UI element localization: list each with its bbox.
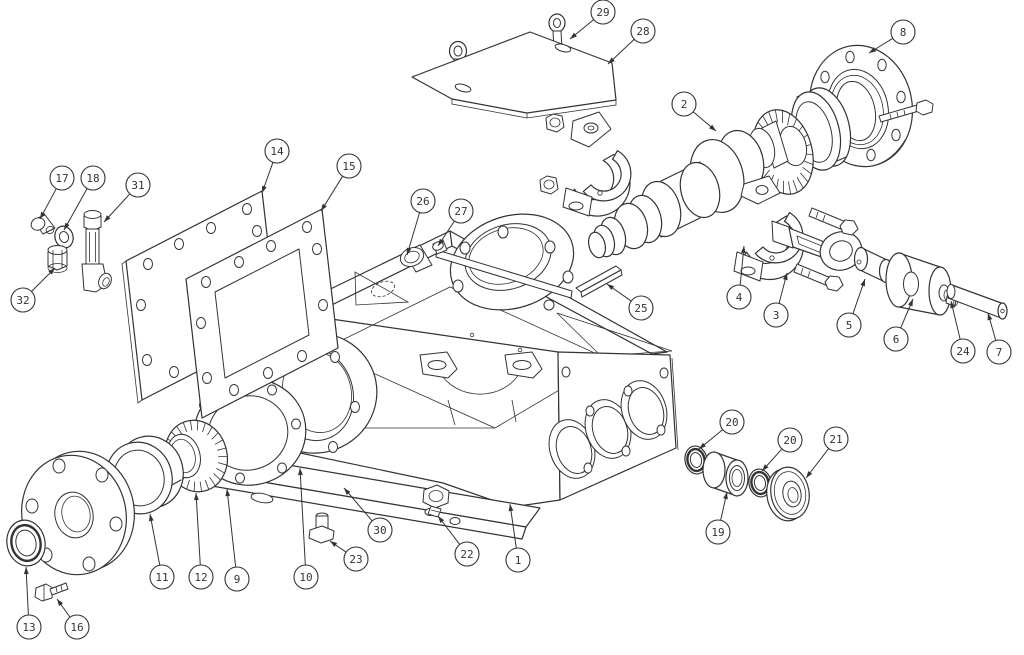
- callout-number: 25: [634, 302, 647, 315]
- callout-32: 32: [10, 267, 56, 313]
- callout-number: 19: [711, 526, 724, 539]
- callout-25: 25: [606, 283, 654, 321]
- crankshaft: [587, 120, 789, 259]
- main-bearing-shells-left: [562, 111, 632, 217]
- callout-22: 22: [437, 515, 480, 567]
- callout-24: 24: [950, 300, 976, 364]
- callout-4: 4: [726, 245, 752, 310]
- callout-6: 6: [883, 298, 914, 352]
- callout-number: 26: [416, 195, 429, 208]
- callout-number: 9: [234, 573, 241, 586]
- side-cover-gasket: [185, 208, 339, 419]
- callout-number: 20: [783, 434, 796, 447]
- drain-plug: [308, 512, 335, 544]
- callout-number: 18: [86, 172, 99, 185]
- callout-number: 30: [373, 524, 386, 537]
- callout-1: 1: [505, 503, 531, 573]
- callout-7: 7: [986, 312, 1012, 365]
- callout-number: 13: [22, 621, 35, 634]
- callout-20-19: 20: [698, 409, 745, 450]
- callout-number: 24: [956, 345, 970, 358]
- callout-11: 11: [148, 513, 175, 590]
- shaft-key: [575, 265, 623, 298]
- hex-bolt: [34, 582, 69, 602]
- callout-number: 2: [681, 98, 688, 111]
- oil-seal: [6, 519, 46, 567]
- callout-5: 5: [836, 278, 866, 338]
- callout-30: 30: [343, 487, 393, 543]
- callout-number: 5: [846, 319, 853, 332]
- callout-number: 4: [736, 291, 743, 304]
- bearing-cover-disc: [21, 450, 135, 576]
- callout-15: 15: [320, 153, 362, 212]
- callout-19: 19: [705, 491, 731, 545]
- callout-number: 6: [893, 333, 900, 346]
- hex-nut-lower: [539, 175, 559, 195]
- callout-8: 8: [868, 19, 916, 54]
- callout-number: 16: [70, 621, 83, 634]
- callout-number: 1: [515, 554, 522, 567]
- top-cover-plate: [411, 31, 617, 119]
- callout-2: 2: [671, 91, 717, 132]
- callout-31: 31: [103, 172, 151, 223]
- rod-bolt-lower: [793, 263, 844, 292]
- callout-13: 13: [16, 566, 42, 640]
- callout-number: 11: [155, 571, 168, 584]
- hex-plug: [422, 484, 450, 518]
- seal-ring-a: [684, 445, 708, 475]
- callout-10: 10: [293, 467, 319, 590]
- callout-number: 10: [299, 571, 312, 584]
- callout-number: 21: [829, 433, 842, 446]
- flange-bolt: [878, 99, 934, 123]
- callout-28: 28: [607, 18, 656, 65]
- cylinder-bores: [548, 380, 668, 479]
- crosshead: [885, 252, 952, 316]
- end-cap-disc: [766, 466, 810, 522]
- callout-number: 22: [460, 548, 473, 561]
- callout-number: 14: [270, 145, 284, 158]
- callout-number: 12: [194, 571, 207, 584]
- callout-9: 9: [224, 488, 250, 592]
- callout-29: 29: [569, 0, 616, 40]
- oil-cup-fitting: [399, 244, 433, 273]
- callout-number: 31: [131, 179, 144, 192]
- callout-20-20: 20: [761, 427, 803, 472]
- callout-number: 8: [900, 26, 907, 39]
- callout-number: 17: [55, 172, 68, 185]
- oil-sight-gauge: [81, 210, 112, 293]
- washer: [54, 225, 74, 249]
- callout-3: 3: [763, 272, 789, 328]
- callout-27: 27: [437, 198, 474, 247]
- callout-number: 3: [773, 309, 780, 322]
- callout-23: 23: [329, 540, 369, 572]
- callout-number: 28: [636, 25, 649, 38]
- callout-18: 18: [63, 165, 106, 231]
- reducer-bushing: [47, 245, 68, 273]
- rod-bolt-upper: [808, 207, 859, 236]
- callout-number: 7: [996, 346, 1003, 359]
- callout-12: 12: [188, 492, 214, 590]
- sleeve-bushing: [702, 451, 749, 497]
- callout-26: 26: [406, 188, 436, 256]
- pony-rod: [946, 284, 1008, 320]
- callout-21: 21: [805, 426, 849, 479]
- face-bolt-holes: [561, 366, 669, 474]
- callout-number: 32: [16, 294, 29, 307]
- callout-17: 17: [39, 165, 75, 220]
- callout-number: 27: [454, 205, 467, 218]
- connecting-rod: [771, 220, 863, 271]
- callout-16: 16: [56, 598, 90, 640]
- pipe-plug: [30, 214, 56, 235]
- callout-number: 20: [725, 416, 738, 429]
- callout-number: 15: [342, 160, 355, 173]
- crankshaft-nose: [435, 249, 573, 299]
- callout-number: 23: [349, 553, 362, 566]
- callout-number: 29: [596, 6, 609, 19]
- hex-nut-upper: [545, 113, 565, 133]
- callout-14: 14: [261, 138, 290, 194]
